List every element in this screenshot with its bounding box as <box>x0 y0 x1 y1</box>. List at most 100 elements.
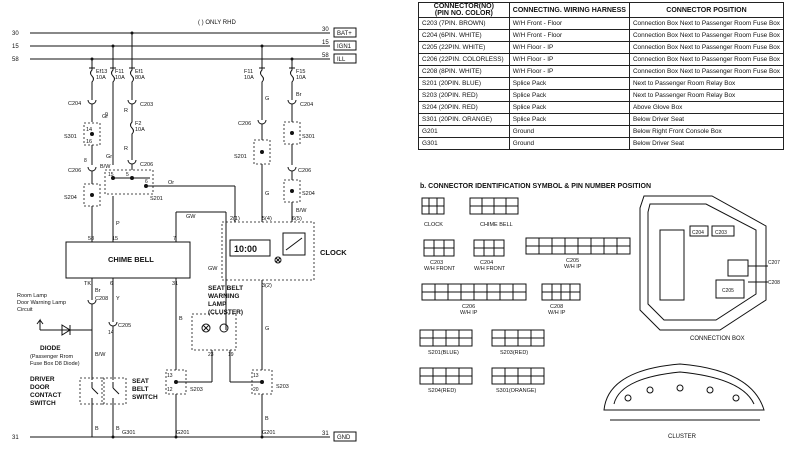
c208-connector-symbol: C208 W/H IP <box>541 283 581 316</box>
svg-text:CHIME BELL: CHIME BELL <box>108 255 154 264</box>
svg-text:5(4): 5(4) <box>262 216 272 222</box>
svg-text:80A: 80A <box>135 75 145 81</box>
svg-text:W/H FRONT: W/H FRONT <box>474 266 506 272</box>
svg-text:19: 19 <box>228 352 234 358</box>
s203-symbol: S203(RED) <box>491 329 545 356</box>
cell-harness: W/H Floor - IP <box>508 41 630 54</box>
cell-harness: W/H Floor - IP <box>508 53 630 66</box>
svg-text:8: 8 <box>84 158 87 164</box>
svg-text:10A: 10A <box>244 75 254 81</box>
cell-connector: C208 (8PIN. WHITE) <box>418 65 510 78</box>
svg-text:5: 5 <box>126 172 129 178</box>
chime-bell-module: CHIME BELL 58 15 7 TK 6 31 <box>65 236 191 287</box>
cell-harness: Splice Pack <box>508 77 630 90</box>
svg-text:C206: C206 <box>140 162 153 168</box>
fuse-f2: F2 10A <box>130 120 145 138</box>
svg-text:G: G <box>265 191 269 197</box>
svg-text:C208: C208 <box>768 280 780 286</box>
svg-text:CLUSTER: CLUSTER <box>668 434 697 440</box>
svg-text:12: 12 <box>167 387 173 393</box>
svg-text:G: G <box>265 326 269 332</box>
svg-text:6(5): 6(5) <box>292 216 302 222</box>
svg-text:7: 7 <box>173 236 176 242</box>
svg-text:C208: C208 <box>550 304 563 310</box>
svg-text:20: 20 <box>253 387 259 393</box>
cell-connector: G301 <box>418 137 510 150</box>
svg-text:DRIVER: DRIVER <box>30 376 55 383</box>
svg-text:3(2): 3(2) <box>262 283 272 289</box>
svg-text:S201(BLUE): S201(BLUE) <box>428 350 459 356</box>
svg-text:G201: G201 <box>176 430 189 436</box>
rail-bat-right-num: 30 <box>322 27 329 33</box>
wires: C204 14 16 S301 8 C206 S204 B/W Gr 9 Gr … <box>64 86 315 330</box>
svg-text:Room Lamp: Room Lamp <box>17 293 47 299</box>
cell-harness: W/H Floor - IP <box>508 65 630 78</box>
svg-text:WARNING: WARNING <box>208 293 239 300</box>
svg-text:14: 14 <box>108 330 114 336</box>
svg-text:9: 9 <box>105 112 108 118</box>
clock-connector-symbol: CLOCK <box>421 197 445 228</box>
svg-text:31: 31 <box>172 281 178 287</box>
cell-position: Next to Passenger Room Relay Box <box>628 89 785 102</box>
rail-ill-label: ILL <box>337 57 346 63</box>
svg-text:C203: C203 <box>430 260 443 266</box>
cell-position: Connection Box Next to Passenger Room Fu… <box>628 53 785 66</box>
lower-circuit: Br C208 Room Lamp Door Warning Lamp Circ… <box>17 278 289 439</box>
cell-position: Below Driver Seat <box>628 137 785 150</box>
header-connector: CONNECTOR(NO) (PIN NO. COLOR) <box>418 2 510 18</box>
svg-text:C205: C205 <box>566 258 579 264</box>
svg-text:C204: C204 <box>480 260 493 266</box>
svg-text:C207: C207 <box>768 260 780 266</box>
connection-box-drawing: C204 C203 C207 C208 C205 CONNECTION BOX <box>639 195 780 342</box>
svg-text:B: B <box>95 426 99 432</box>
cell-harness: W/H Front - Floor <box>508 29 630 42</box>
s204-symbol: S204(RED) <box>419 367 473 394</box>
svg-text:BELT: BELT <box>132 386 149 393</box>
svg-text:15: 15 <box>112 236 118 242</box>
cell-position: Next to Passenger Room Relay Box <box>628 77 785 90</box>
svg-text:Gr: Gr <box>106 154 112 160</box>
svg-text:F2: F2 <box>135 121 141 127</box>
rail-ill-right-num: 58 <box>322 53 329 59</box>
fuse-f11-a: F11 10A <box>110 44 125 86</box>
svg-text:C206: C206 <box>68 168 81 174</box>
svg-text:10A: 10A <box>296 75 306 81</box>
svg-text:S204: S204 <box>64 195 77 201</box>
svg-text:2(1): 2(1) <box>230 216 240 222</box>
svg-text:15: 15 <box>108 172 114 178</box>
cell-position: Connection Box Next to Passenger Room Fu… <box>628 41 785 54</box>
svg-text:Door Warning Lamp: Door Warning Lamp <box>17 300 66 306</box>
c205-connector-symbol: C205 W/H IP <box>525 237 631 270</box>
svg-text:Br: Br <box>296 92 302 98</box>
svg-text:C205: C205 <box>722 288 734 294</box>
rail-gnd-right-num: 31 <box>322 431 329 437</box>
cell-connector: S203 (20PIN. RED) <box>418 89 510 102</box>
svg-text:Fuse Box D8 Diode): Fuse Box D8 Diode) <box>30 361 80 367</box>
svg-text:(Passenger Rrom: (Passenger Rrom <box>30 354 74 360</box>
cluster-drawing: CLUSTER <box>603 363 765 440</box>
cell-connector: C206 (22PIN. COLORLESS) <box>418 53 510 66</box>
svg-text:CONNECTION BOX: CONNECTION BOX <box>690 336 745 342</box>
svg-text:S204(RED): S204(RED) <box>428 388 456 394</box>
svg-text:TK: TK <box>84 281 91 287</box>
cell-connector: C204 (6PIN. WHITE) <box>418 29 510 42</box>
connector-table-header: CONNECTOR(NO) (PIN NO. COLOR) CONNECTING… <box>418 2 785 18</box>
svg-text:B: B <box>265 416 269 422</box>
svg-text:Or: Or <box>168 180 174 186</box>
svg-text:CONTACT: CONTACT <box>30 392 61 399</box>
svg-text:W/H IP: W/H IP <box>564 264 582 270</box>
rail-ign-label: IGN1 <box>337 44 352 50</box>
svg-text:C203: C203 <box>715 230 727 236</box>
svg-text:S204: S204 <box>302 191 315 197</box>
cell-position: Above Glove Box <box>628 101 785 114</box>
rail-gnd-left-num: 31 <box>12 435 19 441</box>
svg-text:B: B <box>179 316 183 322</box>
c206-connector-symbol: C206 W/H IP <box>421 283 527 316</box>
svg-text:DIODE: DIODE <box>40 345 61 352</box>
cell-harness: Splice Pack <box>508 113 630 126</box>
svg-text:C204: C204 <box>300 102 313 108</box>
